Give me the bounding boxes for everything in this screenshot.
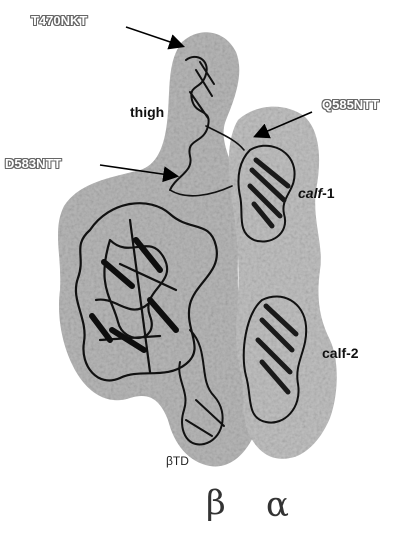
label-calf-1-name: calf [298,185,322,201]
label-thigh: thigh [130,105,164,119]
label-d583ntt: D583NTT [5,157,61,170]
label-t470nkt: T470NKT [31,14,87,27]
alpha-subunit-surface [229,107,337,459]
label-calf-2: calf-2 [322,346,359,360]
label-q585ntt: Q585NTT [322,98,379,111]
arrow-t470 [126,27,182,46]
label-calf-1-suffix: -1 [322,185,334,201]
label-calf-1: calf-1 [298,186,335,200]
label-beta-subunit: β [206,486,226,520]
label-beta-td: βTD [166,455,189,467]
label-alpha-subunit: α [266,488,289,522]
